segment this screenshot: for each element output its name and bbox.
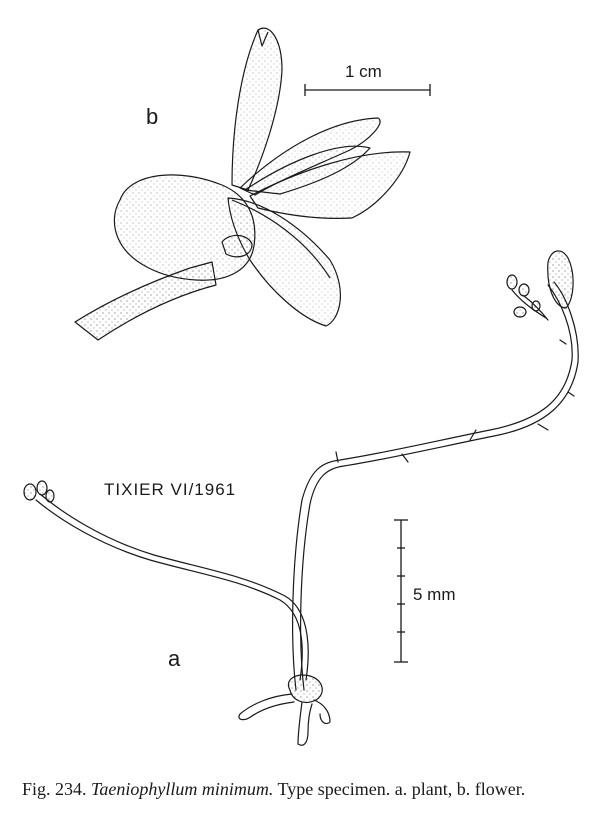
plant-stem-main	[292, 284, 573, 691]
caption-text: Type specimen. a. plant, b. flower.	[277, 779, 526, 799]
plant-bract-4	[537, 423, 549, 431]
flower-dorsal-sepal	[231, 27, 283, 191]
plant-bud-left-2	[36, 480, 48, 496]
caption-prefix: Fig. 234.	[22, 779, 87, 799]
plant-bud-apex-2	[518, 283, 530, 297]
collector-label: TIXIER VI/1961	[104, 480, 237, 499]
flower-petal-middle	[244, 145, 371, 195]
flower-label: b	[146, 104, 159, 129]
figure-caption: Fig. 234. Taeniophyllum minimum. Type sp…	[22, 778, 582, 800]
flower-lip	[113, 174, 256, 281]
plant-root-down	[297, 701, 313, 746]
flower-callus	[221, 234, 253, 258]
plant-bud-apex-1	[506, 274, 518, 290]
caption-species: Taeniophyllum minimum.	[91, 779, 274, 799]
plant-bud-left-3	[45, 489, 55, 503]
plant-bud-apex-3	[513, 306, 527, 318]
plant-bract-5	[567, 391, 575, 397]
plant-capsule	[547, 250, 574, 309]
flower-drawing	[74, 27, 411, 341]
plant-bud-left-1	[23, 483, 37, 501]
scale-bar-1cm	[304, 84, 431, 96]
plant-root-left	[238, 693, 295, 721]
plant-bract-1	[335, 451, 339, 463]
scale-label-5mm: 5 mm	[413, 585, 456, 604]
plant-bract-3	[469, 429, 477, 441]
plant-bract-2	[401, 453, 409, 463]
plant-root-right	[313, 699, 331, 725]
scale-label-1cm: 1 cm	[345, 62, 382, 81]
plant-base	[287, 674, 323, 703]
plant-drawing	[23, 250, 579, 746]
plant-bract-6	[559, 339, 567, 345]
scale-bar-5mm	[394, 519, 408, 663]
plant-stem-left	[35, 499, 303, 681]
plant-label: a	[168, 646, 181, 671]
